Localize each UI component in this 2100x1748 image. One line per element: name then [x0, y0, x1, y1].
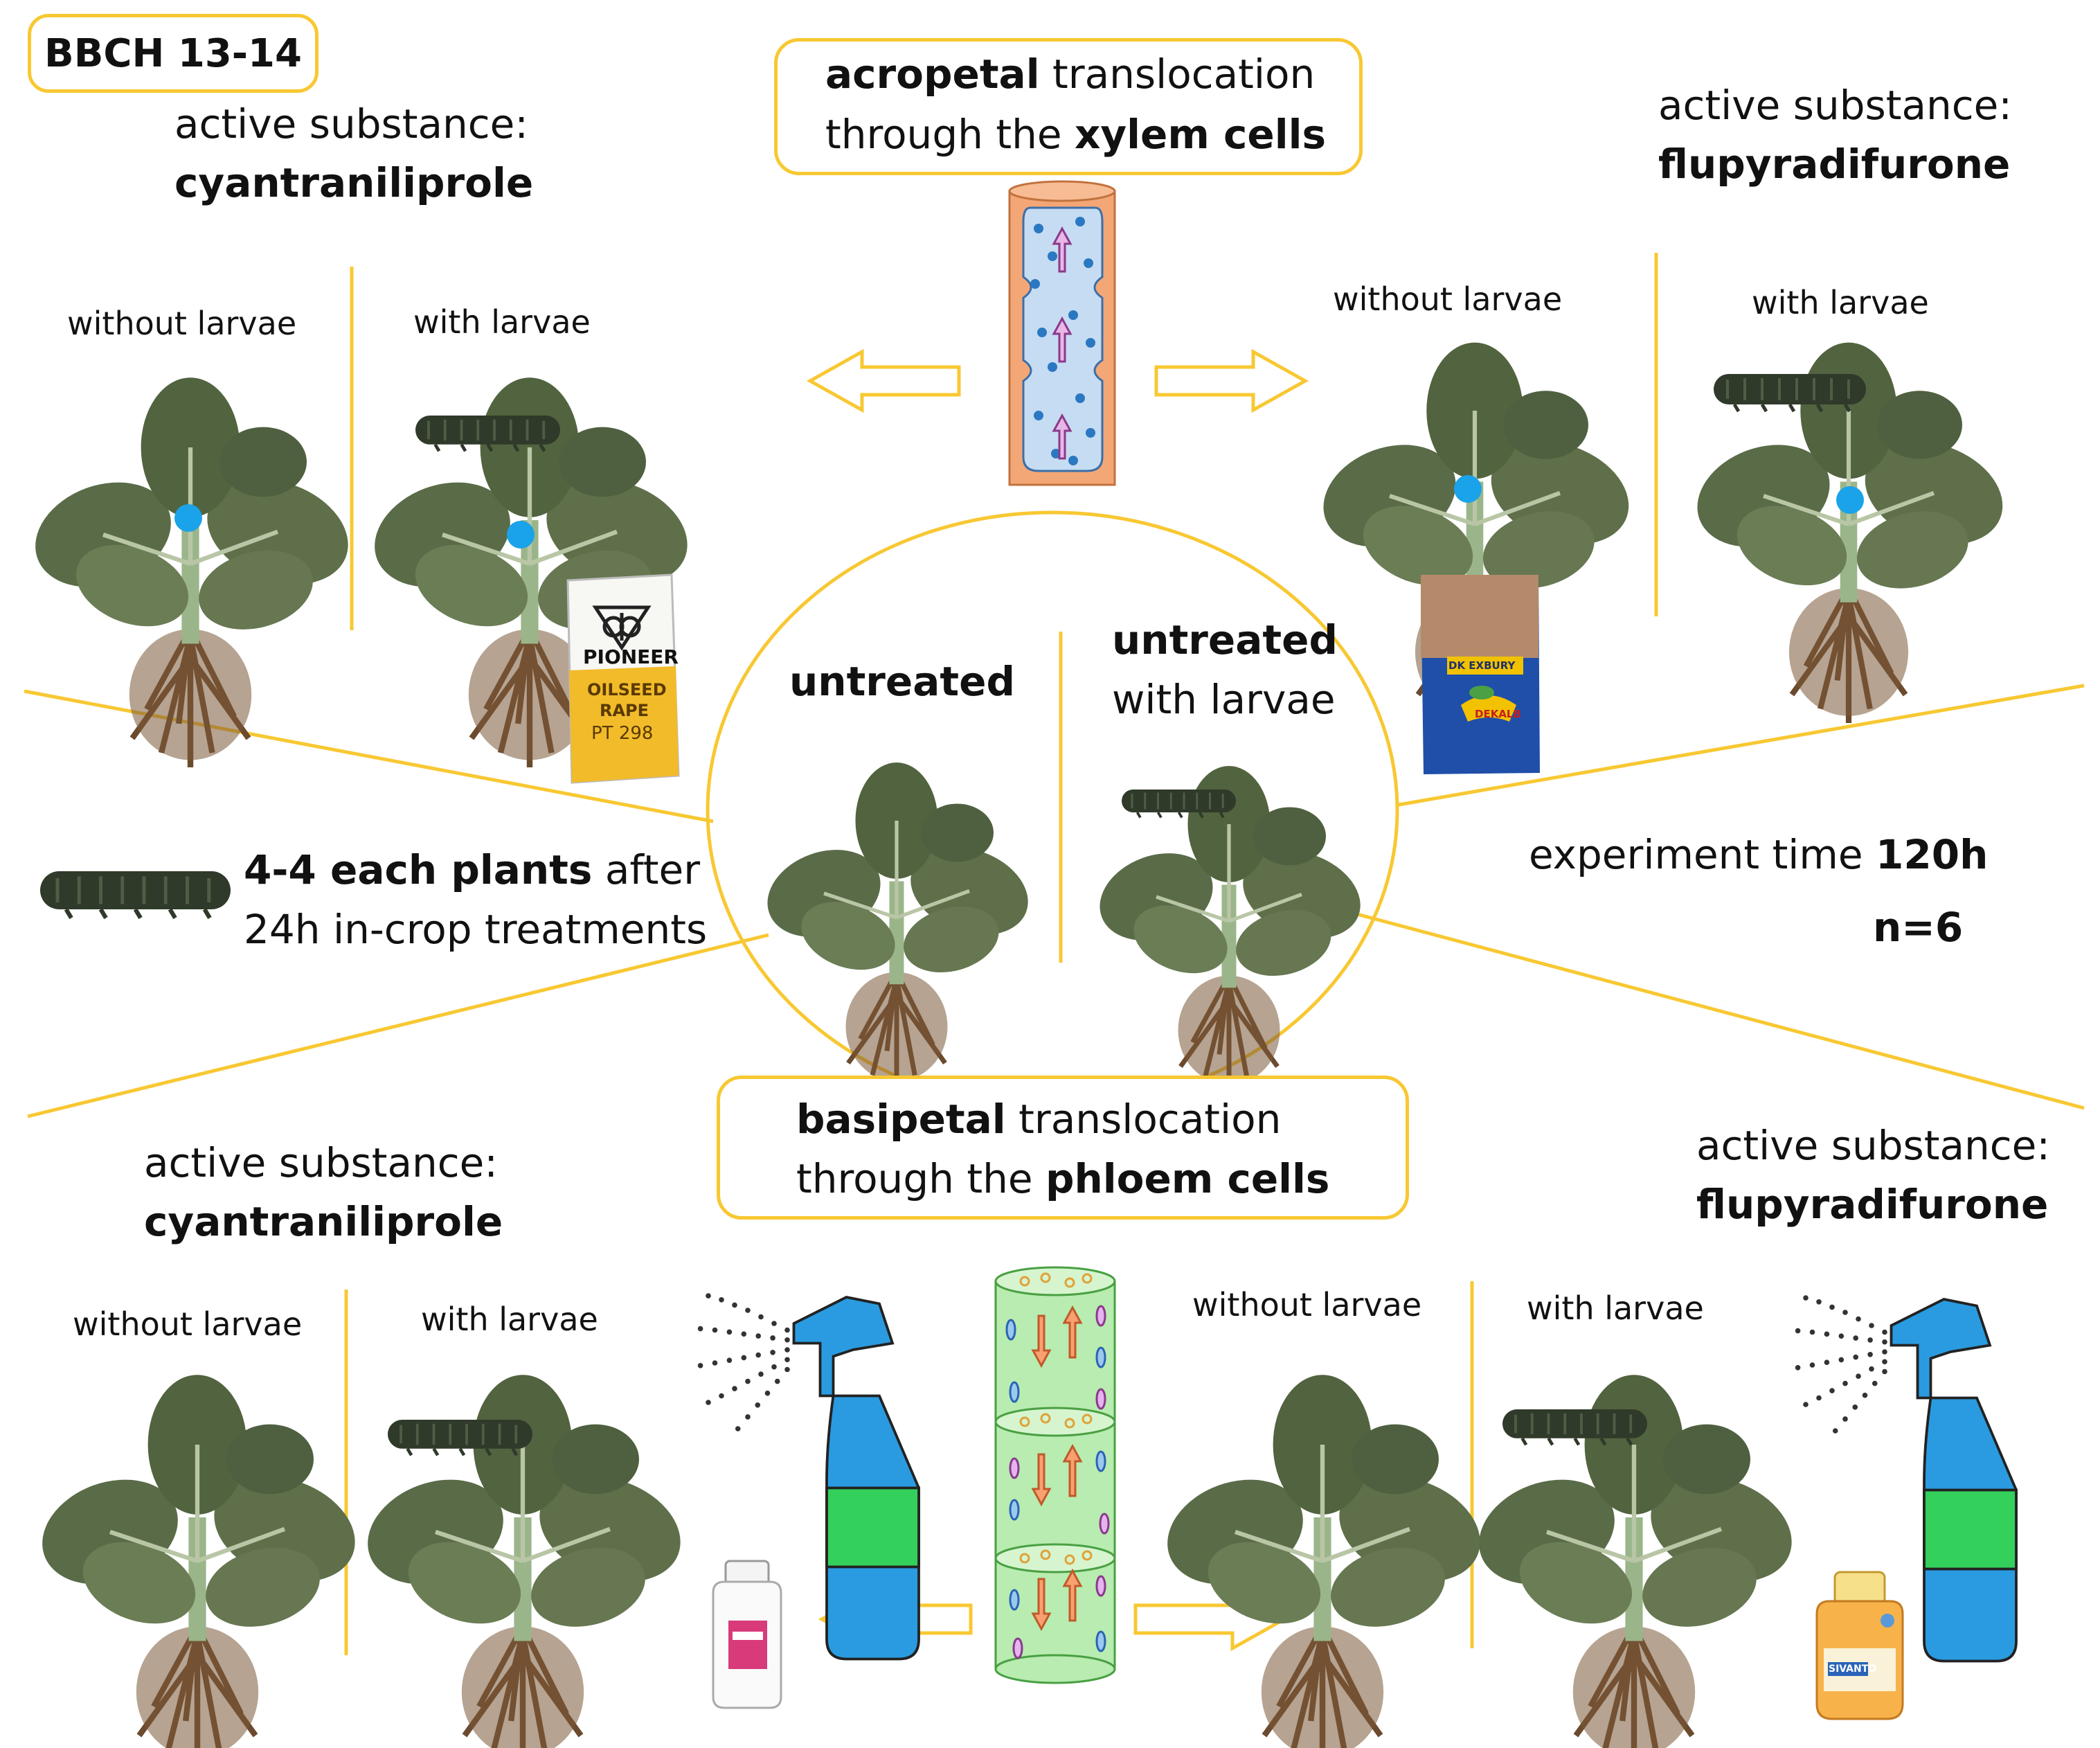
pesticide-bottle-left	[712, 1560, 782, 1709]
larvae-note-bold: 4-4 each plants	[244, 846, 593, 893]
treatment-dot	[174, 504, 202, 532]
xylem-diagram	[1008, 180, 1116, 486]
bl-with-larvae-label: with larvae	[421, 1301, 598, 1338]
phloem-box-cells: phloem cells	[1045, 1155, 1330, 1202]
larvae-note-after: after	[592, 846, 701, 893]
tl-without-larvae-label: without larvae	[67, 305, 297, 342]
treatment-dot	[1454, 475, 1482, 503]
tl-substance-name: cyantraniliprole	[174, 159, 534, 206]
bl-substance-prefix: active substance:	[144, 1139, 498, 1186]
br-without-larvae-label: without larvae	[1192, 1286, 1422, 1323]
experiment-time: experiment time 120h	[1529, 831, 1988, 880]
sivanto-label: SIVANTO	[1829, 1664, 1877, 1675]
arrow-left-top	[806, 348, 961, 413]
phloem-diagram	[994, 1266, 1116, 1684]
phloem-translocation-box	[717, 1076, 1409, 1220]
larva-icon	[40, 871, 231, 918]
pioneer-line3: PT 298	[591, 723, 654, 744]
tr-substance-name: flupyradifurone	[1658, 141, 2011, 188]
xylem-box-bold: acropetal	[825, 51, 1040, 98]
phloem-box-rest: translocation	[1005, 1096, 1282, 1143]
plant-icon	[28, 1375, 370, 1748]
center-untreated-label: untreated	[789, 658, 1015, 705]
larvae-note-line2: 24h in-crop treatments	[244, 906, 708, 953]
phloem-box-pre: through the	[796, 1155, 1045, 1202]
sample-size: n=6	[1873, 904, 1964, 951]
tr-substance-prefix: active substance:	[1658, 82, 2012, 129]
tl-substance-prefix: active substance:	[174, 100, 528, 148]
plant-icon	[755, 762, 1041, 1087]
phloem-box-bold: basipetal	[796, 1096, 1006, 1143]
phloem-box-line2: through the phloem cells	[796, 1155, 1329, 1204]
xylem-box-cells: xylem cells	[1074, 111, 1327, 158]
plant-icon	[1153, 1375, 1495, 1748]
experiment-time-value: 120h	[1876, 831, 1989, 878]
tl-with-larvae-label: with larvae	[413, 303, 591, 341]
arrow-right-top	[1154, 348, 1309, 413]
dekalb-variety: DK EXBURY	[1448, 659, 1516, 672]
seed-bag-pioneer	[566, 573, 680, 784]
br-with-larvae-label: with larvae	[1527, 1290, 1704, 1327]
divider-lines	[24, 253, 2085, 1655]
center-untreated-larvae-rest: with larvae	[1112, 676, 1336, 723]
xylem-box-pre: through the	[825, 111, 1075, 158]
br-substance-name: flupyradifurone	[1696, 1181, 2049, 1228]
pioneer-line2: RAPE	[600, 701, 649, 720]
xylem-box-line1: acropetal translocation	[825, 51, 1315, 99]
plant-icon	[21, 377, 363, 767]
phloem-box-line1: basipetal translocation	[796, 1096, 1281, 1144]
dekalb-brand: DEKALB	[1475, 708, 1521, 720]
tr-without-larvae-label: without larvae	[1333, 280, 1563, 318]
bl-without-larvae-label: without larvae	[73, 1305, 303, 1343]
pioneer-brand: PIONEER	[583, 645, 679, 668]
treatment-dot	[507, 521, 535, 549]
xylem-box-rest: translocation	[1039, 51, 1316, 98]
tr-with-larvae-label: with larvae	[1752, 284, 1929, 321]
xylem-box-line2: through the xylem cells	[825, 111, 1326, 159]
seed-bag-dekalb	[1421, 575, 1540, 774]
br-substance-prefix: active substance:	[1696, 1122, 2050, 1169]
bl-substance-name: cyantraniliprole	[144, 1198, 503, 1245]
larvae-note-line1: 4-4 each plants after	[244, 846, 700, 895]
pioneer-line1: OILSEED	[587, 680, 667, 699]
xylem-translocation-box	[774, 38, 1363, 175]
sivanto-bottle	[1815, 1571, 1904, 1720]
treatment-dot	[1836, 486, 1864, 514]
plant-icon	[1088, 766, 1373, 1091]
center-untreated-larvae-bold: untreated	[1112, 616, 1338, 663]
experiment-time-prefix: experiment time	[1529, 831, 1876, 878]
bbch-badge: BBCH 13-14	[28, 14, 318, 93]
